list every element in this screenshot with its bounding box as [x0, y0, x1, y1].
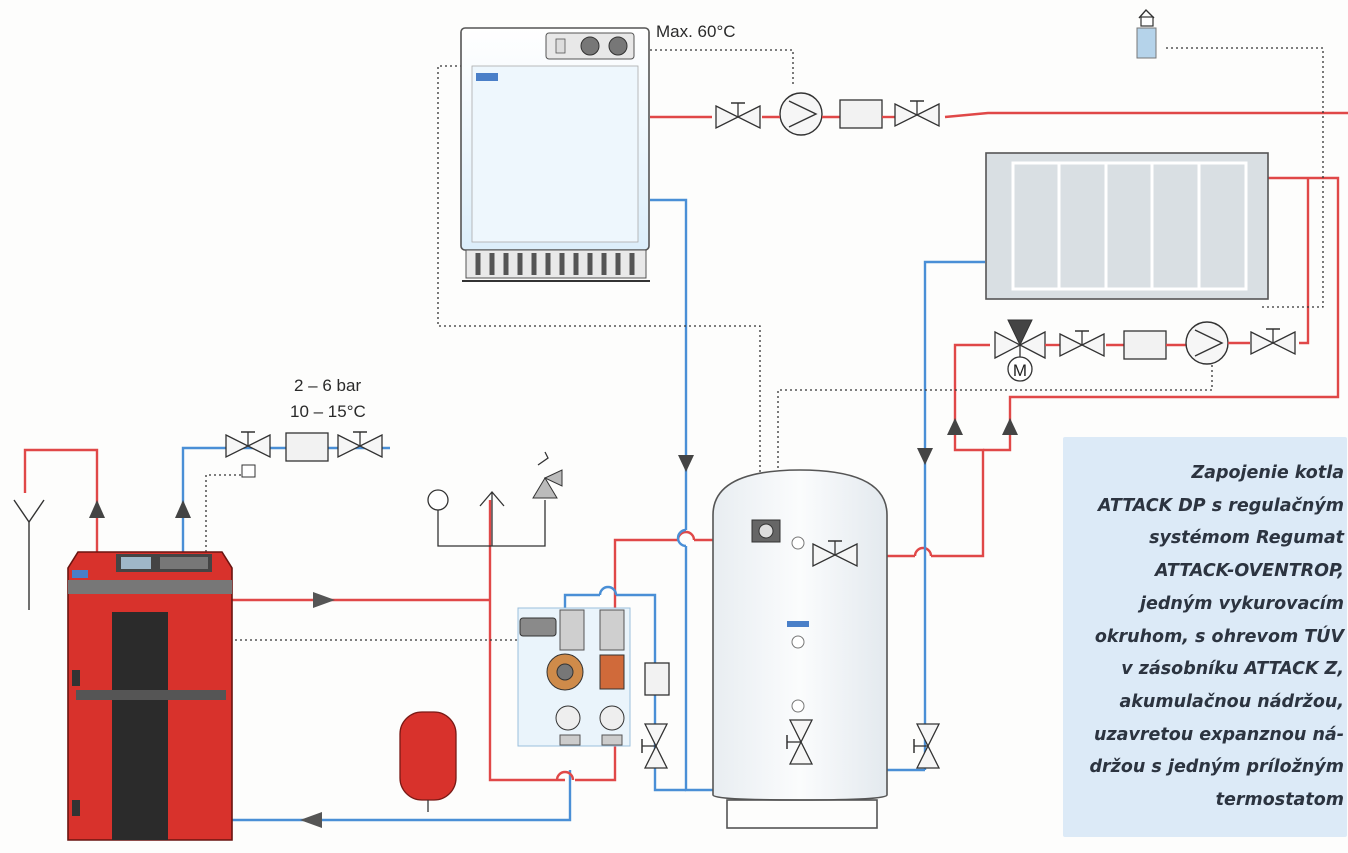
filter	[839, 99, 883, 129]
gate-valve	[337, 431, 383, 458]
water-heater	[460, 27, 650, 282]
gate-valve	[894, 100, 940, 127]
thermometer	[644, 662, 670, 696]
pressure-label: 2 – 6 bar	[294, 376, 362, 395]
room-thermostat-icon	[1136, 8, 1157, 59]
filter	[1123, 330, 1167, 360]
flow-arrow	[300, 812, 322, 828]
flow-arrow	[1002, 418, 1018, 435]
gate-valve	[1250, 328, 1296, 355]
sensor	[241, 464, 256, 478]
accumulation-tank	[712, 469, 888, 829]
flow-arrow	[313, 592, 335, 608]
gate-valve	[715, 102, 761, 129]
flow-arrow	[678, 455, 694, 472]
flow-arrow	[175, 500, 191, 518]
circulation-pump	[779, 92, 823, 136]
temperature-range-label: 10 – 15°C	[290, 402, 366, 421]
three-way-mixing-valve	[994, 319, 1046, 382]
gate-valve	[641, 723, 668, 769]
boiler-attack-dp	[67, 551, 233, 841]
gate-valve	[225, 431, 271, 458]
flow-arrow	[917, 448, 933, 465]
expansion-vessel	[399, 711, 457, 812]
flow-arrow	[89, 500, 105, 518]
flow-arrow	[947, 418, 963, 435]
gate-valve	[913, 723, 940, 769]
circulation-pump	[1185, 321, 1229, 365]
radiator	[985, 152, 1269, 300]
description-text: Zapojenie kotla ATTACK DP s regulačným s…	[1089, 463, 1344, 811]
description-box	[1063, 437, 1347, 837]
gate-valve	[1059, 330, 1105, 357]
max-temperature-label: Max. 60°C	[656, 22, 736, 41]
safety-group	[427, 451, 563, 547]
filter	[285, 432, 329, 462]
motor-label: M	[1013, 361, 1027, 380]
regumat-mixing-group	[517, 607, 631, 747]
